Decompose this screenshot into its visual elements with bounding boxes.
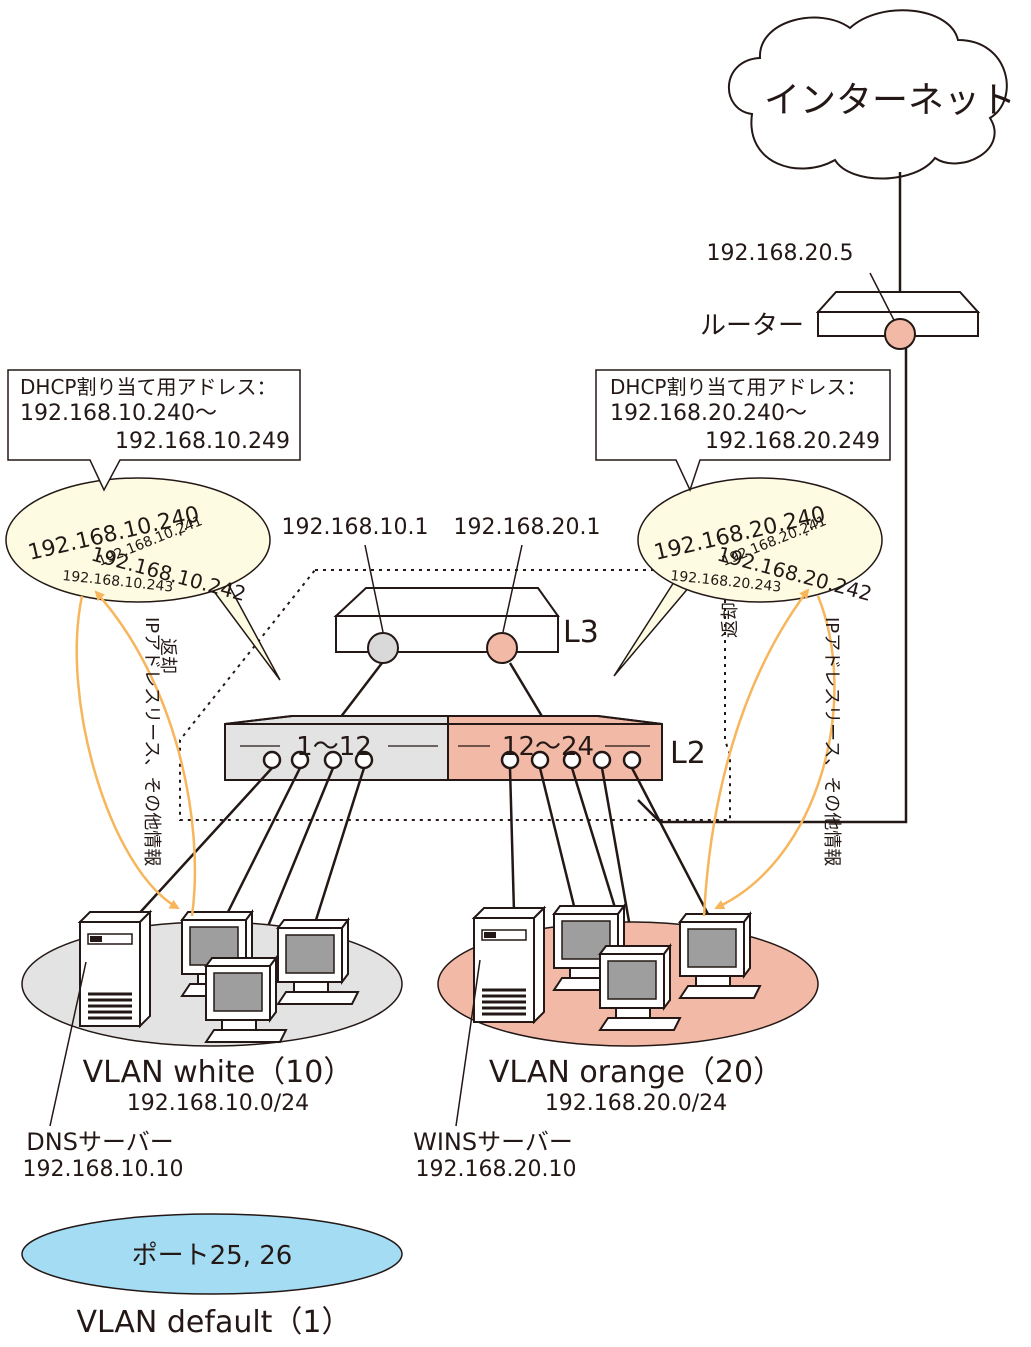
vlan-orange-name: VLAN orange（20） xyxy=(489,1055,783,1090)
dhcp-pool-orange-tail xyxy=(613,581,691,677)
dhcp-white-range-start: 192.168.10.240〜 xyxy=(20,401,217,426)
pc-icon xyxy=(205,957,287,1043)
vlan-white-name: VLAN white（10） xyxy=(83,1055,354,1090)
router-ip: 192.168.20.5 xyxy=(707,241,854,266)
dhcp-pool-white-bubble xyxy=(5,477,271,603)
wins-server-leader xyxy=(455,959,481,1127)
dhcp-orange-range-end: 192.168.20.249 xyxy=(705,429,880,454)
orange-cables xyxy=(508,767,712,951)
router-label: ルーター xyxy=(700,311,804,341)
l2-switch xyxy=(224,715,663,781)
internet-cloud xyxy=(728,9,1008,180)
dhcp-orange-callout-title: DHCP割り当て用アドレス： xyxy=(610,375,866,399)
pc-icon xyxy=(679,913,761,999)
l3-switch xyxy=(333,544,560,664)
dhcp-orange-dots: ⋰ xyxy=(804,519,820,538)
dns-server-leader xyxy=(49,961,87,1127)
dns-server-icon xyxy=(78,910,152,1028)
l2-ports-orange: 12〜24 xyxy=(502,732,594,762)
pc-icon xyxy=(277,919,359,1005)
dhcp-white-arrows xyxy=(75,590,197,917)
l3-port-orange xyxy=(486,632,518,664)
dns-server-label: DNSサーバー xyxy=(26,1128,173,1156)
dhcp-white-lease-label: IPアドレスリース、その他情報 xyxy=(141,617,162,866)
router xyxy=(815,272,981,350)
pc-icon xyxy=(599,945,681,1031)
l2-ports-white: 1〜12 xyxy=(296,732,372,762)
dhcp-white-dots: ⋰ xyxy=(178,519,194,538)
dhcp-white-return-label: 返却 xyxy=(157,638,178,674)
dhcp-orange-arrows xyxy=(702,588,836,917)
dhcp-orange-callout: DHCP割り当て用アドレス： 192.168.20.240〜 192.168.2… xyxy=(595,369,891,493)
vlan-white-subnet: 192.168.10.0/24 xyxy=(127,1091,309,1116)
router-port xyxy=(884,318,916,350)
router-l2-link xyxy=(637,348,908,824)
dhcp-white-range-end: 192.168.10.249 xyxy=(115,429,290,454)
dhcp-orange-lease-label: IPアドレスリース、その他情報 xyxy=(821,617,842,866)
l3-l2-link-orange xyxy=(508,662,545,719)
vlan-default-name: VLAN default（1） xyxy=(76,1305,351,1340)
wins-server-icon xyxy=(472,906,546,1024)
vlan-default-ports: ポート25, 26 xyxy=(132,1241,293,1271)
l3-l2-link-white xyxy=(339,662,383,719)
dns-server-ip: 192.168.10.10 xyxy=(23,1157,184,1182)
l3-port-white xyxy=(367,632,399,664)
dhcp-orange-return-label: 返却 xyxy=(720,602,741,638)
vlan-orange-subnet: 192.168.20.0/24 xyxy=(545,1091,727,1116)
dhcp-white-callout: DHCP割り当て用アドレス： 192.168.10.240〜 192.168.1… xyxy=(7,369,301,492)
l3-ip-orange: 192.168.20.1 xyxy=(454,515,601,540)
dhcp-white-callout-title: DHCP割り当て用アドレス： xyxy=(20,375,276,399)
wins-server-ip: 192.168.20.10 xyxy=(416,1157,577,1182)
internet-label: インターネット xyxy=(764,80,1016,121)
dhcp-pool-white-tail xyxy=(209,579,281,681)
l3-ip-white: 192.168.10.1 xyxy=(282,515,429,540)
dhcp-pool-orange-bubble xyxy=(637,477,883,603)
l3-label: L3 xyxy=(563,615,599,650)
dhcp-orange-range-start: 192.168.20.240〜 xyxy=(610,401,807,426)
wins-server-label: WINSサーバー xyxy=(413,1128,573,1156)
l2-label: L2 xyxy=(670,736,706,771)
vlan-default-area xyxy=(21,1213,403,1295)
